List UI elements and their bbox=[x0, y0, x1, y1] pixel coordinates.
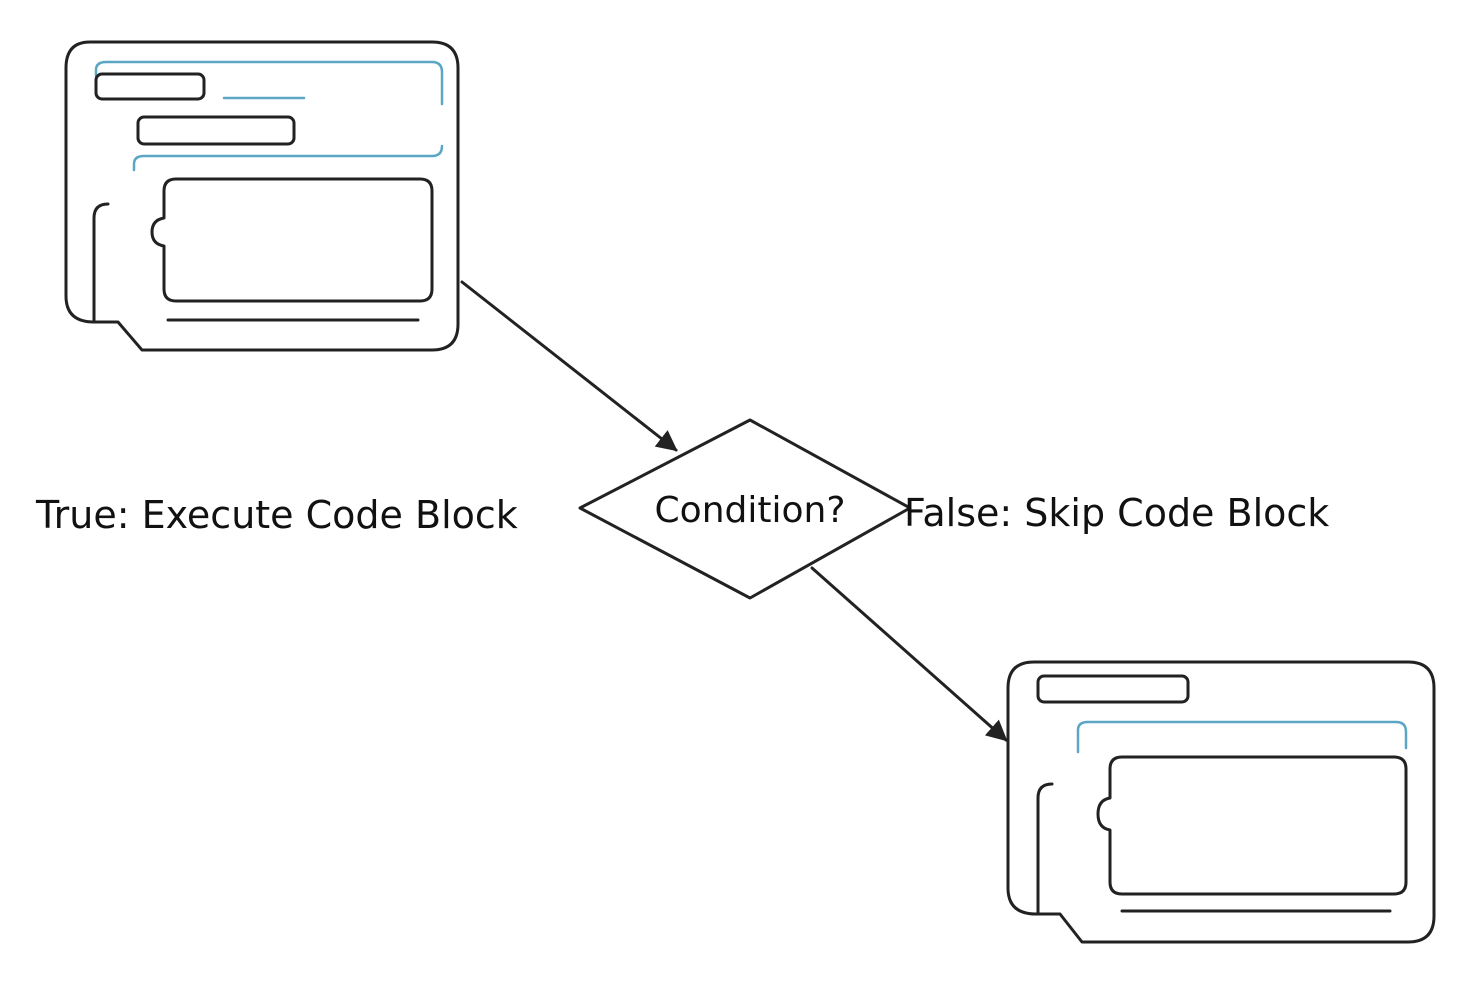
subtitle-pill bbox=[136, 115, 296, 146]
inner-bracket bbox=[92, 202, 110, 324]
arrow-to-skip bbox=[810, 566, 1008, 742]
true-branch-label: True: Execute Code Block bbox=[35, 493, 518, 537]
arrow-to-condition bbox=[460, 280, 678, 452]
title-pill bbox=[94, 72, 206, 101]
condition-decision: Condition? bbox=[578, 418, 912, 600]
content-block bbox=[1096, 755, 1408, 896]
content-block bbox=[150, 177, 434, 303]
code-window-icon bbox=[1006, 660, 1436, 944]
header-bracket bbox=[94, 60, 444, 106]
window-frame bbox=[64, 40, 460, 352]
window-frame bbox=[1006, 660, 1436, 944]
condition-label: Condition? bbox=[655, 490, 846, 531]
header-bracket bbox=[1076, 720, 1408, 754]
decision-diamond bbox=[578, 418, 912, 600]
section-bracket bbox=[132, 144, 444, 172]
title-pill bbox=[1036, 674, 1190, 704]
code-window-icon bbox=[64, 40, 460, 352]
inner-bracket bbox=[1036, 782, 1054, 916]
false-branch-label: False: Skip Code Block bbox=[904, 491, 1329, 535]
